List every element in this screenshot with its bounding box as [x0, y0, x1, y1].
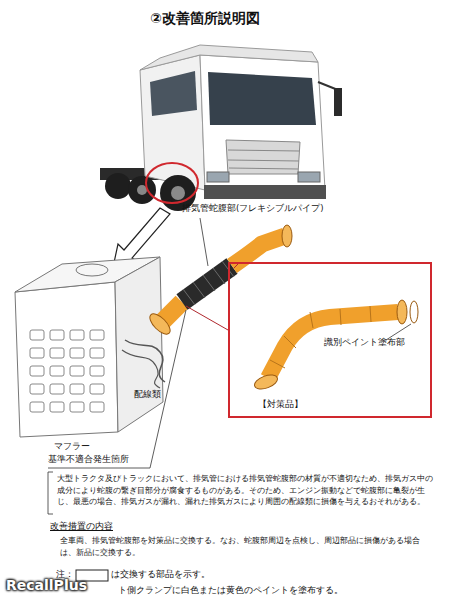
- headlight: [298, 172, 320, 182]
- part-label: 配線類: [134, 389, 161, 400]
- truck-illustration: [100, 45, 342, 211]
- bumper: [204, 185, 326, 199]
- cab-side: [140, 55, 205, 190]
- muffler-cap: [76, 264, 108, 276]
- wheel-hub: [171, 186, 185, 200]
- pipe-segment: [162, 302, 182, 322]
- title: ②改善箇所説明図: [150, 9, 260, 27]
- grille: [226, 140, 300, 174]
- mirror: [334, 88, 342, 116]
- underline: [48, 468, 150, 469]
- note-text: は交換する部品を示す。: [111, 569, 210, 580]
- part-label: 排気管蛇腹部(フレキシブルパイプ): [182, 203, 324, 214]
- muffler-grid: [30, 330, 104, 412]
- watermark: RecallPlus: [6, 576, 87, 594]
- windshield: [208, 72, 316, 125]
- box-heading: 【対策品】: [258, 399, 303, 411]
- location-label: 基準不適合発生箇所: [48, 454, 129, 466]
- countermeasure-pipe: [253, 300, 418, 392]
- exhaust-pipe: [147, 218, 292, 337]
- rear-wheel: [105, 173, 131, 199]
- grille-bar: [229, 168, 298, 169]
- cab-roof: [140, 45, 318, 70]
- bracket: [48, 472, 53, 514]
- flexible-pipe: [182, 266, 232, 302]
- note-text: ト側クランプに白色または黄色のペイントを塗布する。: [118, 585, 343, 596]
- flange: [147, 311, 174, 338]
- leader-line: [200, 218, 208, 266]
- flange: [282, 225, 292, 247]
- section-heading: 改善措置の内容: [50, 521, 113, 532]
- headlight: [207, 172, 229, 182]
- callout-line: [186, 306, 228, 330]
- muffler-illustration: [15, 257, 165, 437]
- wiring: [125, 340, 165, 382]
- description-text: 大型トラクタ及びトラックにおいて、排気管における排気管蛇腹部の材質が不適切なため…: [57, 473, 439, 508]
- grille-bar: [228, 150, 299, 151]
- flange: [253, 372, 280, 391]
- side-window: [150, 71, 197, 116]
- bellows-ribs: [183, 261, 234, 305]
- measure-text: 全車両、排気管蛇腹部を対策品に交換する。なお、蛇腹部周辺を点検し、周辺部品に損傷…: [60, 535, 432, 558]
- countermeasure-box: 識別ペイント塗布部【対策品】: [228, 262, 432, 418]
- part-label: 識別ペイント塗布部: [324, 337, 405, 348]
- cab-front: [200, 55, 325, 190]
- highlight-circle: [146, 163, 198, 203]
- rear-wheel: [128, 176, 156, 204]
- flange: [397, 300, 407, 324]
- part-label: マフラー: [54, 441, 90, 452]
- clamp: [410, 301, 418, 323]
- grille-bar: [228, 160, 299, 161]
- muffler-front: [15, 282, 118, 437]
- wiring: [122, 350, 160, 388]
